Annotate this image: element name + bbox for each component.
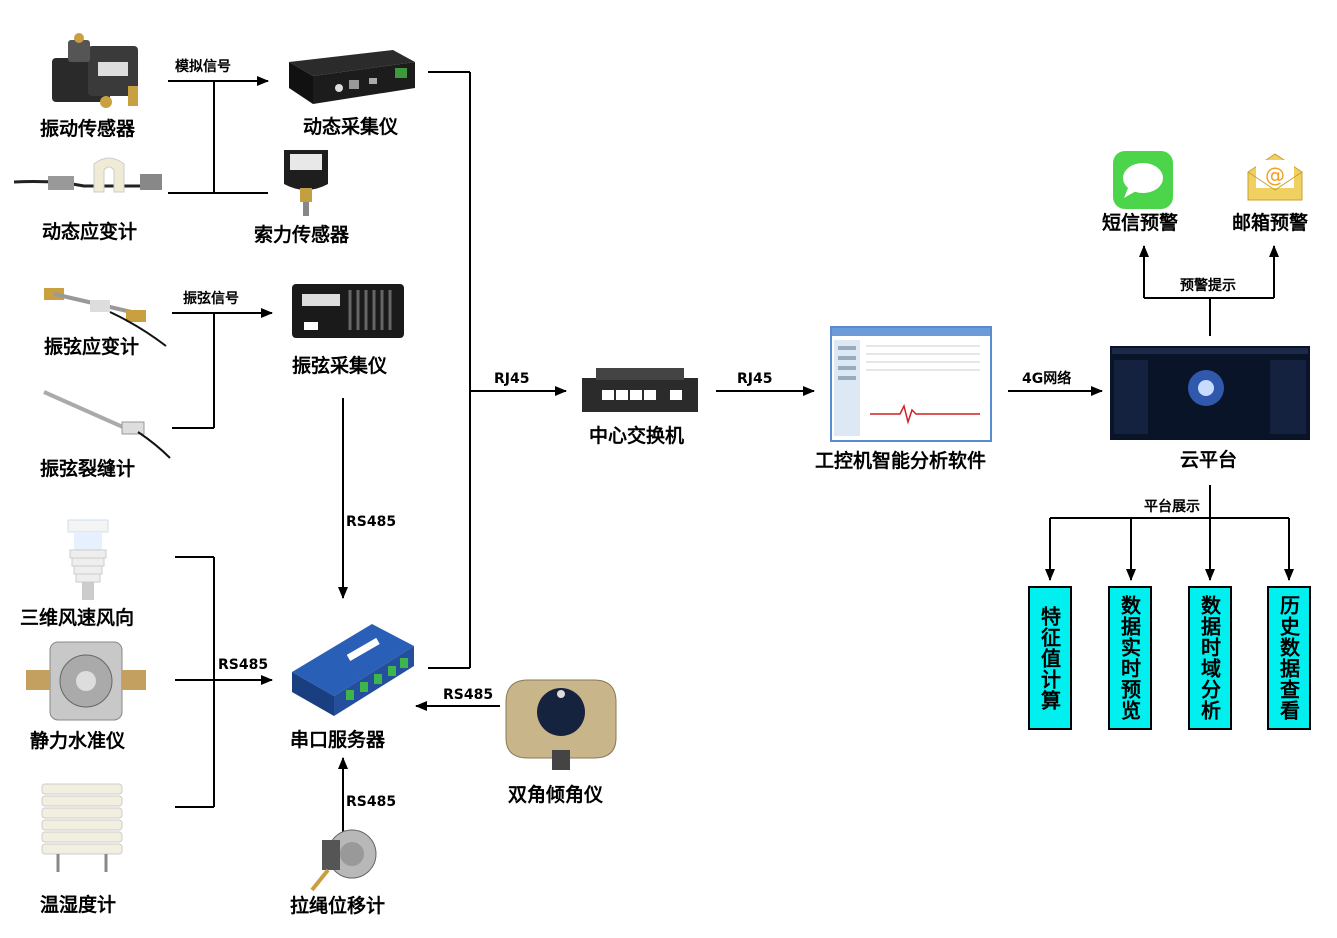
edge-label-rs485-drawwire: RS485 xyxy=(346,794,397,810)
function-box-time-domain: 数据时域分析 xyxy=(1188,586,1232,730)
crack-meter-icon xyxy=(43,390,171,459)
label-static-level: 静力水准仪 xyxy=(30,730,126,752)
label-cloud-platform: 云平台 xyxy=(1180,449,1238,471)
label-cable-force-sensor: 索力传感器 xyxy=(254,224,350,246)
label-vw-crack-meter: 振弦裂缝计 xyxy=(40,458,136,480)
svg-text:@: @ xyxy=(1265,163,1285,187)
label-vw-acquisition: 振弦采集仪 xyxy=(292,355,388,377)
label-wind-sensor: 三维风速风向 xyxy=(20,607,135,629)
edge-label-rs485-inclinometer: RS485 xyxy=(443,687,494,703)
label-central-switch: 中心交换机 xyxy=(589,425,685,447)
static-level-icon xyxy=(26,641,146,721)
label-dual-axis-inclinometer: 双角倾角仪 xyxy=(508,784,604,806)
edge-label-analog-signal: 模拟信号 xyxy=(175,59,231,75)
cable-force-sensor-icon xyxy=(284,150,328,216)
draw-wire-icon xyxy=(310,829,377,892)
edge-label-rs485-vw: RS485 xyxy=(346,514,397,530)
label-temp-humidity: 温湿度计 xyxy=(40,894,117,916)
label-vibration-sensor: 振动传感器 xyxy=(40,118,136,140)
edge-label-rj45-out: RJ45 xyxy=(737,371,773,387)
edge-label-alert-hint: 预警提示 xyxy=(1180,278,1236,294)
label-ipc-software: 工控机智能分析软件 xyxy=(815,450,987,472)
label-email-alert: 邮箱预警 xyxy=(1232,212,1309,234)
edge-label-platform-display: 平台展示 xyxy=(1144,499,1200,515)
network-switch-icon xyxy=(582,368,698,412)
wind-sensor-icon xyxy=(67,519,109,600)
software-screen-icon xyxy=(830,326,992,442)
inclinometer-icon xyxy=(505,679,617,770)
edge-label-vw-signal: 振弦信号 xyxy=(183,291,239,307)
strain-gauge-icon xyxy=(14,157,162,193)
label-dynamic-strain-gauge: 动态应变计 xyxy=(42,221,138,243)
temp-humidity-shield-icon xyxy=(41,783,123,872)
strain-gauge-icon xyxy=(44,288,167,347)
edge-label-rs485-left: RS485 xyxy=(218,657,269,673)
function-box-realtime-preview: 数据实时预览 xyxy=(1108,586,1152,730)
label-vw-strain-gauge: 振弦应变计 xyxy=(44,336,140,358)
vibration-sensor-icon xyxy=(52,33,138,108)
function-box-history: 历史数据查看 xyxy=(1267,586,1311,730)
edge-label-rj45-in: RJ45 xyxy=(494,371,530,387)
email-icon: @ xyxy=(1247,153,1303,201)
acquisition-box-icon xyxy=(289,50,415,104)
acquisition-box-icon xyxy=(292,284,404,338)
label-serial-server: 串口服务器 xyxy=(290,729,386,751)
sms-icon xyxy=(1113,151,1173,209)
label-dynamic-acquisition: 动态采集仪 xyxy=(303,116,399,138)
serial-server-icon xyxy=(292,624,414,716)
label-draw-wire: 拉绳位移计 xyxy=(290,895,386,917)
edge-label-4g: 4G网络 xyxy=(1022,371,1072,387)
cloud-platform-screen-icon xyxy=(1110,346,1310,440)
label-sms-alert: 短信预警 xyxy=(1102,212,1179,234)
function-box-feature-calc: 特征值计算 xyxy=(1028,586,1072,730)
